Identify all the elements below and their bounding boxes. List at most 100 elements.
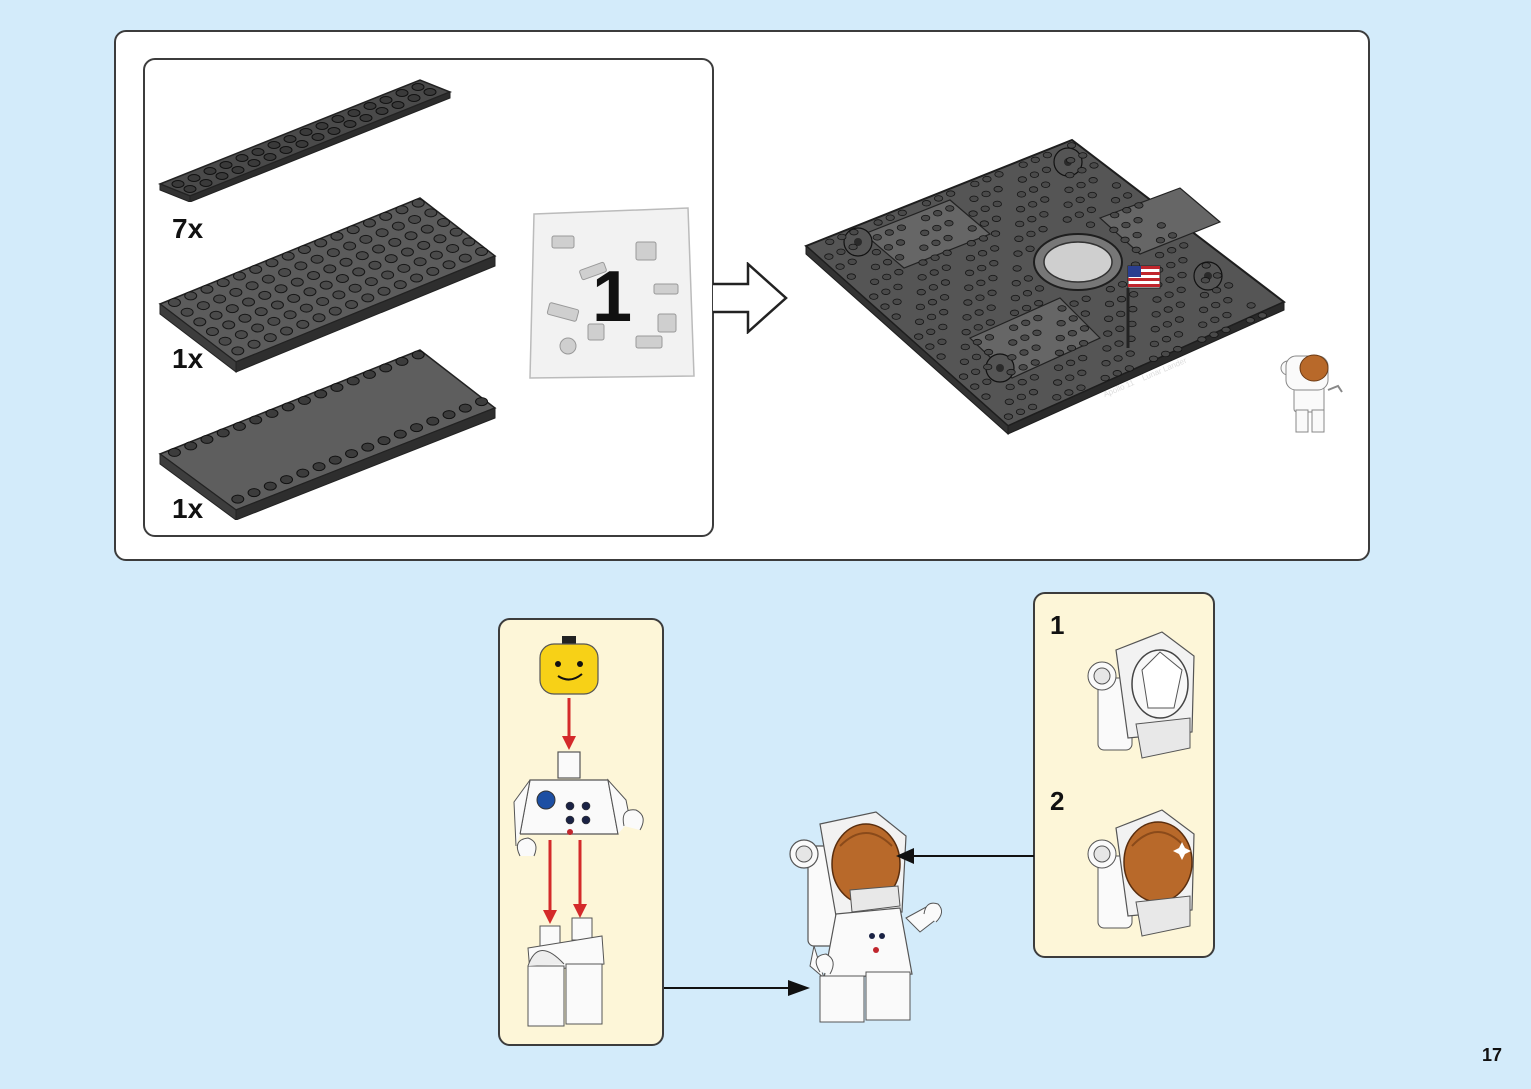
stud [1057,320,1065,326]
stud [1210,332,1218,338]
stud [1115,341,1123,347]
stud [1029,187,1037,193]
stud [963,315,971,321]
stud [360,235,372,243]
stud [978,250,986,256]
stud [1021,335,1029,341]
stud [942,265,950,271]
stud [870,294,878,300]
stud [920,245,928,251]
stud [1020,350,1028,356]
stud [1079,355,1087,361]
stud [848,259,856,265]
stud [1067,143,1075,149]
stud [930,270,938,276]
stud [233,422,245,430]
stud [979,236,987,242]
stud [217,429,229,437]
stud [921,230,929,236]
stud [1198,337,1206,343]
stud [239,314,251,322]
stud [304,288,316,296]
stud [977,280,985,286]
stud [1004,414,1012,420]
stud [1087,207,1095,213]
stud [1030,172,1038,178]
stud [895,255,903,261]
stud [928,299,936,305]
stud [412,199,424,207]
stud [252,324,264,332]
stud [185,442,197,450]
stud [1129,306,1137,312]
stud [1039,226,1047,232]
stud [1163,322,1171,328]
stud [392,222,404,230]
stud [313,314,325,322]
stud [1013,266,1021,272]
stud [248,489,260,497]
tile-6x16-image [158,348,498,520]
stud [994,186,1002,192]
stud [396,206,408,214]
stud [1040,212,1048,218]
stud [990,246,998,252]
stud [1133,232,1141,238]
stud [1031,157,1039,163]
stud [1165,292,1173,298]
stud [349,284,361,292]
stud [933,210,941,216]
stud [1134,217,1142,223]
stud [1080,326,1088,332]
stud [894,284,902,290]
stud [919,260,927,266]
stud [944,235,952,241]
stud [409,215,421,223]
stud [411,274,423,282]
stud [1066,360,1074,366]
astronaut-minifig-image [780,806,950,1034]
stud [331,383,343,391]
stud [883,274,891,280]
stud [1149,356,1157,362]
stud [1029,389,1037,395]
stud [210,311,222,319]
stud [886,215,894,221]
stud [1104,331,1112,337]
stud [1066,375,1074,381]
stud [1180,243,1188,249]
stud [1005,399,1013,405]
stud [1056,335,1064,341]
stud [1111,212,1119,218]
stud [1017,394,1025,400]
stud [315,390,327,398]
stud [1078,167,1086,173]
stud [250,265,262,273]
stud [1012,280,1020,286]
stud [1162,336,1170,342]
stud [1075,212,1083,218]
stud [1067,345,1075,351]
stud [443,261,455,269]
stud [1199,307,1207,313]
page-number: 17 [1482,1045,1502,1066]
flag-icon [1128,266,1160,288]
stud [1156,237,1164,243]
stud [389,238,401,246]
stud [1082,296,1090,302]
stud [985,335,993,341]
stud [197,302,209,310]
stud [983,176,991,182]
stud [1068,330,1076,336]
stud [1027,231,1035,237]
stud [965,285,973,291]
plate-1x16-image [158,72,453,202]
stud [976,295,984,301]
stud [995,172,1003,178]
stud [411,424,423,432]
stud [896,240,904,246]
stud [396,357,408,365]
stud [959,374,967,380]
stud [1117,311,1125,317]
stud [376,229,388,237]
